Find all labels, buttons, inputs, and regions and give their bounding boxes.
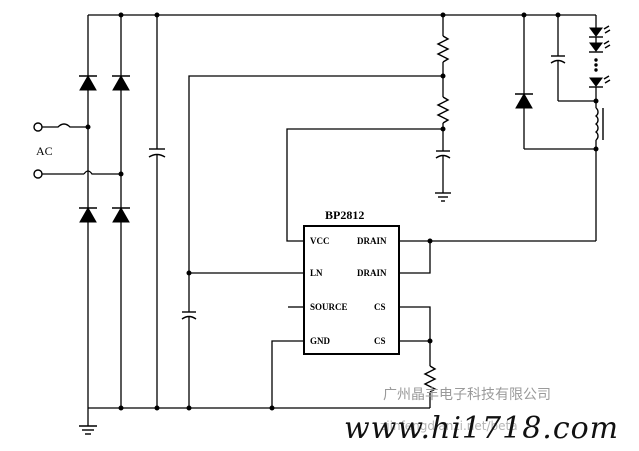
drain-wiring [399, 238, 596, 274]
freewheel-diode [515, 12, 596, 150]
ic-body [303, 225, 400, 355]
junction [154, 12, 160, 18]
ac-label: AC [36, 144, 53, 158]
pin-source: SOURCE [310, 302, 348, 312]
pin-cs-1: CS [374, 302, 386, 312]
pin-drain-1: DRAIN [357, 236, 387, 246]
pin-gnd: GND [310, 336, 331, 346]
junction [118, 405, 124, 411]
pin-ln: LN [310, 268, 323, 278]
led-string [589, 15, 611, 108]
pin-cs-2: CS [374, 336, 386, 346]
inductor [593, 107, 604, 241]
cs-sense-resistor [399, 306, 437, 408]
watermark-company: 广州晶丰电子科技有限公司 [383, 387, 551, 403]
gnd-wire [271, 340, 304, 408]
watermark-site: www.hi1718.com [344, 411, 619, 446]
resistor-divider [435, 12, 451, 202]
ground-symbol-main [79, 408, 97, 435]
pin-vcc: VCC [310, 236, 330, 246]
pin-drain-2: DRAIN [357, 268, 387, 278]
ln-wire [188, 75, 443, 274]
output-capacitor [550, 12, 596, 102]
bridge-diode-bottom-right [112, 206, 130, 223]
vcc-wire [286, 128, 443, 242]
vcc-capacitor [181, 273, 197, 408]
bridge-diode-top-left [79, 74, 97, 91]
ac-input [33, 122, 124, 179]
junction [154, 405, 160, 411]
watermark-faint: zjinfengdianzi.net/beta [380, 419, 518, 433]
bridge-diode-bottom-left [79, 206, 97, 223]
ic-name: BP2812 [325, 208, 364, 222]
bulk-capacitor [148, 15, 166, 408]
bridge-diode-top-right [112, 74, 130, 91]
junction [118, 12, 124, 18]
